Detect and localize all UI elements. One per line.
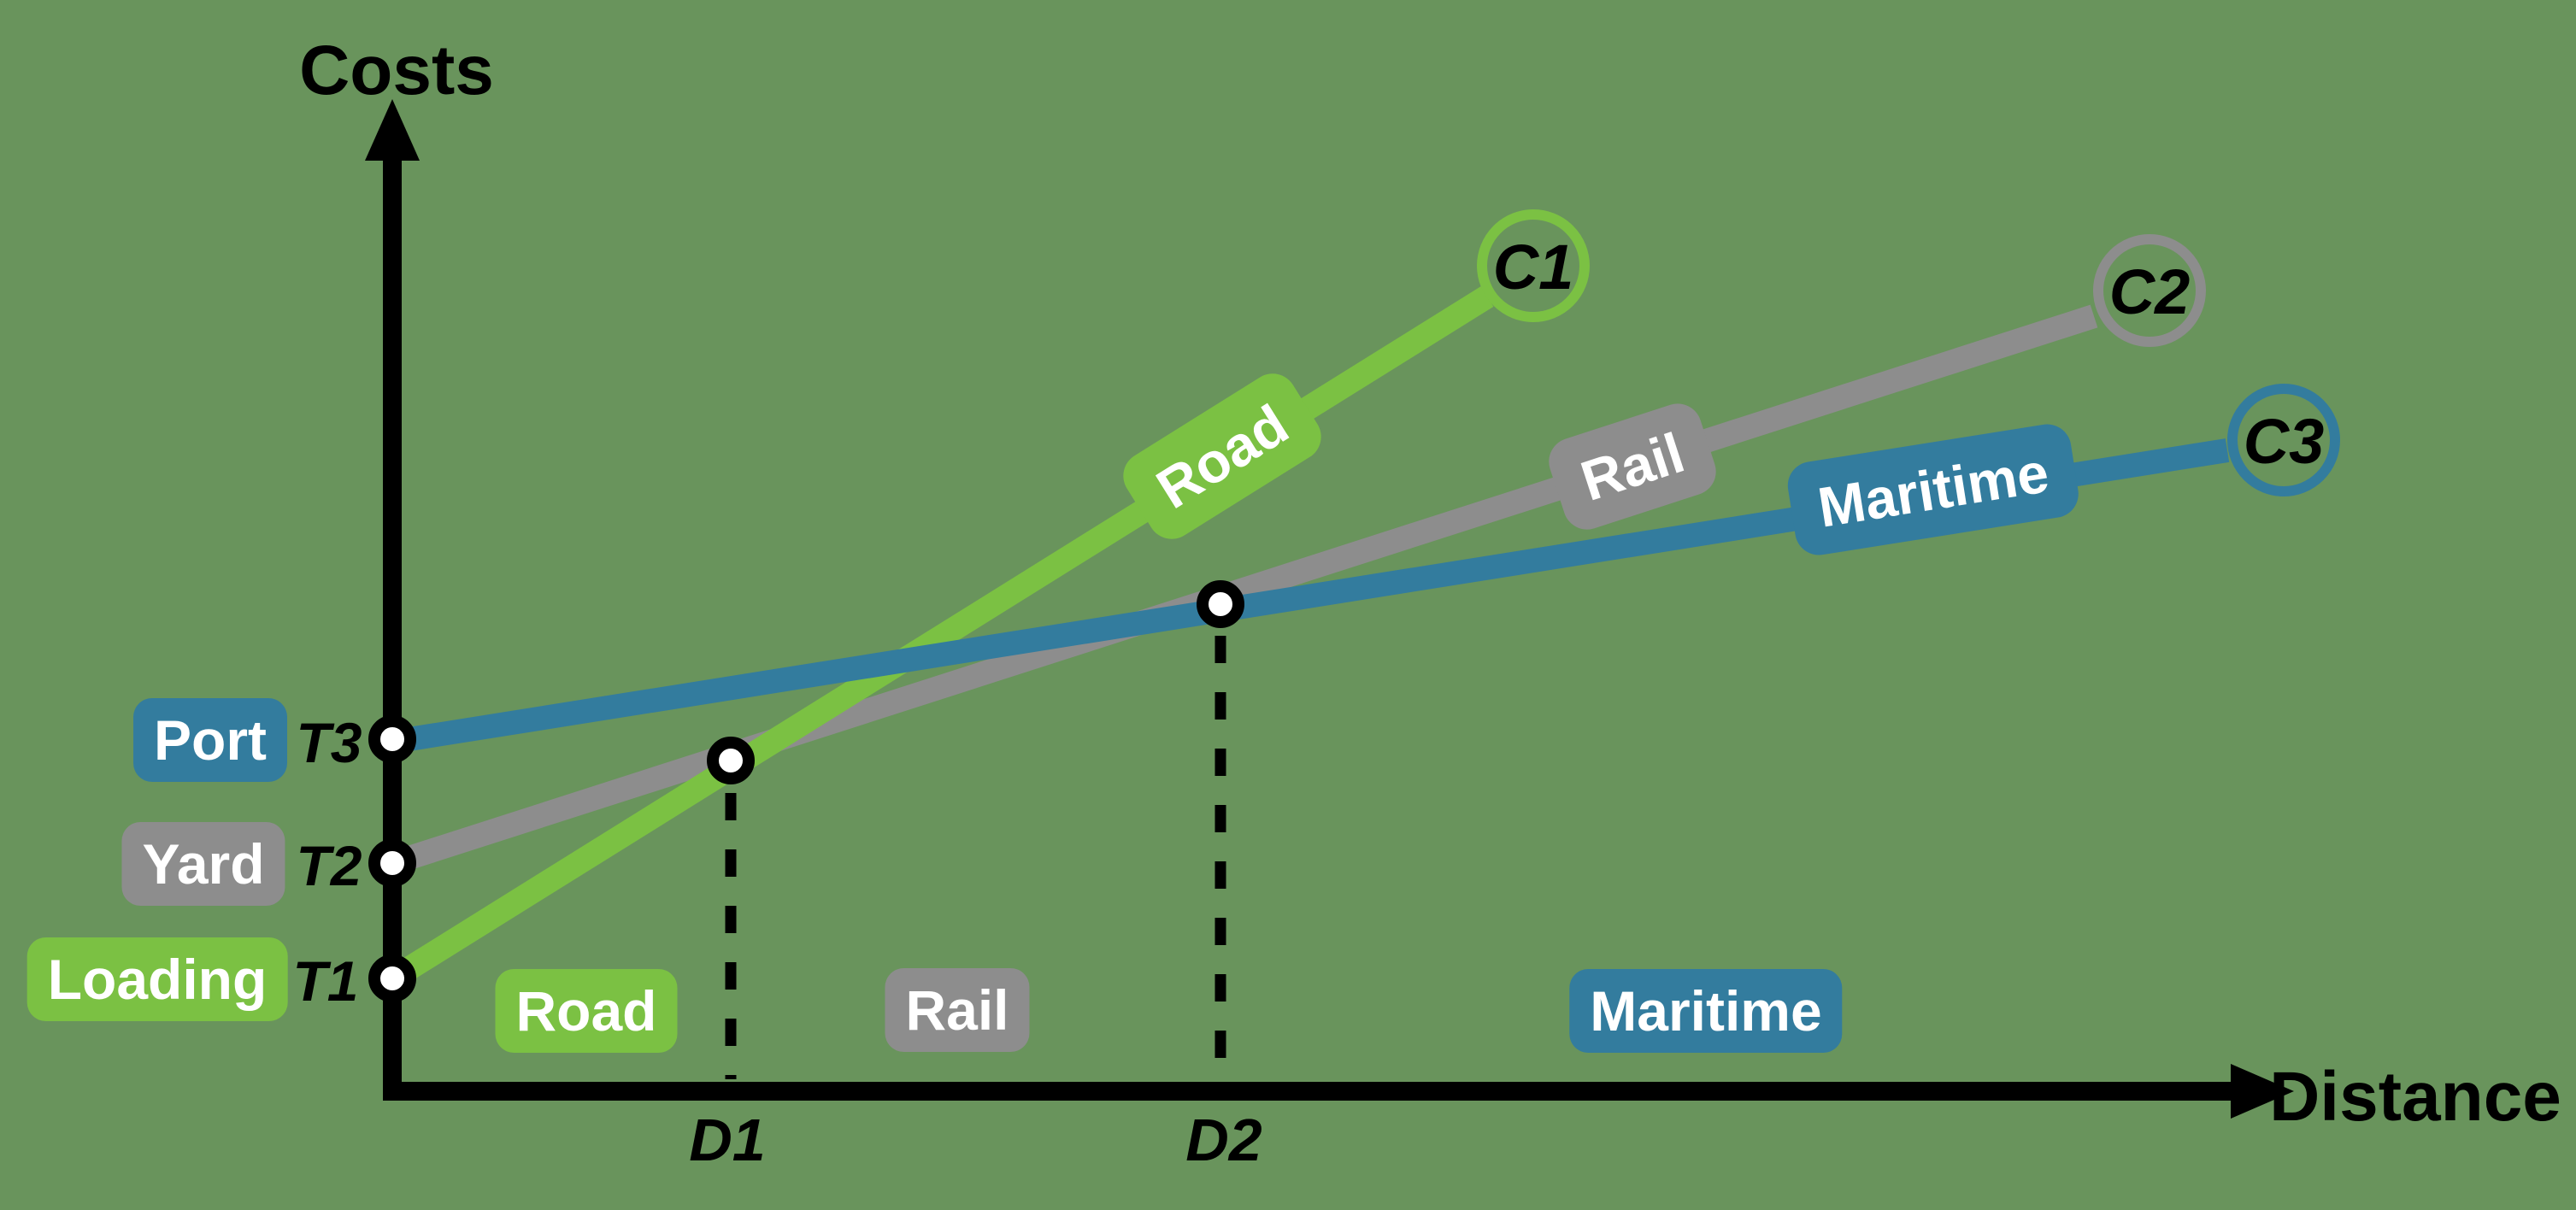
c2-endpoint-label: C2 <box>2108 256 2191 327</box>
c1-endpoint-circle <box>1477 209 1590 322</box>
y-axis-arrowhead-icon <box>365 99 420 161</box>
road-segment-badge: Road <box>495 969 678 1053</box>
y-axis-title: Costs <box>299 32 494 109</box>
x-axis-title: Distance <box>2269 1058 2561 1136</box>
rail-segment-badge: Rail <box>885 968 1030 1052</box>
d2-distance-label: D2 <box>1185 1107 1262 1173</box>
loading-station-badge: Loading <box>26 937 288 1021</box>
c3-endpoint-circle <box>2227 384 2340 496</box>
maritime-segment-badge: Maritime <box>1569 969 1843 1053</box>
x-axis-arrowhead-icon <box>2231 1064 2294 1119</box>
road-cost-line <box>386 286 1494 989</box>
t3-terminal-label: T3 <box>296 711 362 774</box>
c1-endpoint-label: C1 <box>1492 232 1574 302</box>
t3-node-dot <box>368 715 416 763</box>
t1-terminal-label: T1 <box>292 949 359 1013</box>
port-station-badge: Port <box>133 698 287 782</box>
t1-node-dot <box>368 954 416 1002</box>
t2-terminal-label: T2 <box>296 834 362 897</box>
c3-endpoint-label: C3 <box>2243 406 2325 477</box>
d1-breakeven-dot <box>707 737 755 784</box>
d2-breakeven-dot <box>1197 580 1244 628</box>
yard-station-badge: Yard <box>121 822 285 906</box>
c2-endpoint-circle <box>2093 234 2206 347</box>
rail-cost-line <box>389 304 2098 875</box>
d1-distance-label: D1 <box>689 1107 766 1173</box>
t2-node-dot <box>368 839 416 887</box>
